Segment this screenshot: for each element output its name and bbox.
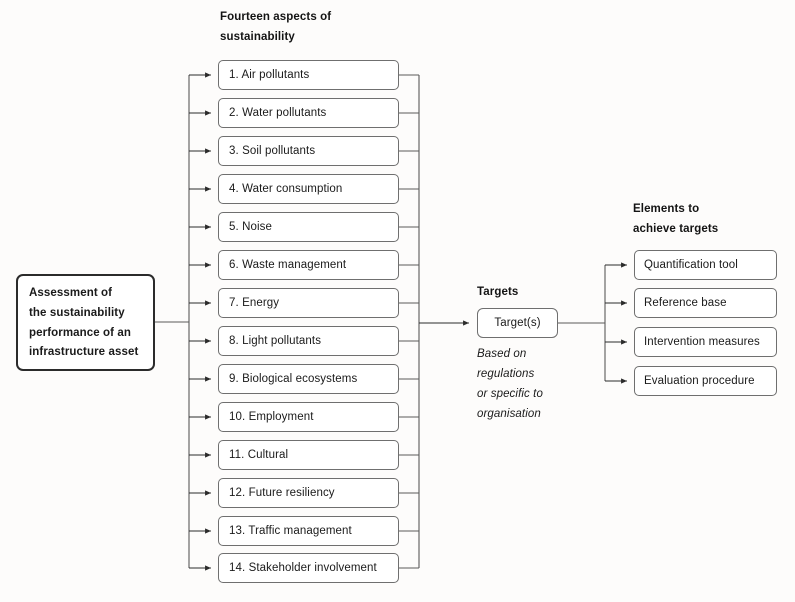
aspect-label: 10. Employment — [229, 410, 314, 423]
aspect-label: 13. Traffic management — [229, 524, 352, 537]
aspect-box-4[interactable]: 4. Water consumption — [218, 174, 399, 204]
aspect-box-2[interactable]: 2. Water pollutants — [218, 98, 399, 128]
assessment-line-2: the sustainability — [29, 306, 125, 319]
element-label: Reference base — [644, 296, 727, 309]
edge-source-to-aspects — [155, 75, 190, 568]
targets-note-line-3: or specific to — [477, 387, 543, 400]
aspect-label: 7. Energy — [229, 296, 280, 309]
aspect-box-11[interactable]: 11. Cultural — [218, 440, 399, 470]
elements-heading-line-1: Elements to — [633, 203, 700, 215]
target-label: Target(s) — [494, 316, 541, 329]
assessment-line-1: Assessment of — [29, 287, 113, 299]
assessment-line-3: performance of an — [29, 326, 132, 339]
assessment-line-4: infrastructure asset — [29, 346, 139, 359]
aspect-label: 1. Air pollutants — [229, 68, 310, 81]
aspect-label: 5. Noise — [229, 220, 272, 233]
target-box[interactable]: Target(s) — [477, 308, 558, 338]
targets-note-line-4: organisation — [477, 407, 541, 420]
aspects-heading: Fourteen aspects of sustainability — [220, 8, 400, 48]
aspect-label: 2. Water pollutants — [229, 106, 327, 119]
aspect-box-3[interactable]: 3. Soil pollutants — [218, 136, 399, 166]
aspect-label: 3. Soil pollutants — [229, 144, 316, 157]
element-box-4[interactable]: Evaluation procedure — [634, 366, 777, 396]
aspect-box-14[interactable]: 14. Stakeholder involvement — [218, 553, 399, 583]
targets-heading: Targets — [477, 286, 519, 298]
targets-note: Based on regulations or specific to orga… — [477, 345, 587, 425]
aspects-heading-line-1: Fourteen aspects of — [220, 11, 332, 23]
aspect-label: 6. Waste management — [229, 258, 347, 271]
aspect-box-9[interactable]: 9. Biological ecosystems — [218, 364, 399, 394]
aspect-box-1[interactable]: 1. Air pollutants — [218, 60, 399, 90]
assessment-source-box[interactable]: Assessment of the sustainability perform… — [16, 274, 155, 371]
aspect-label: 14. Stakeholder involvement — [229, 561, 377, 574]
aspect-label: 11. Cultural — [229, 448, 289, 461]
elements-heading: Elements to achieve targets — [633, 200, 795, 240]
aspects-heading-line-2: sustainability — [220, 30, 295, 43]
targets-note-line-1: Based on — [477, 348, 527, 360]
aspect-box-12[interactable]: 12. Future resiliency — [218, 478, 399, 508]
elements-heading-line-2: achieve targets — [633, 222, 719, 235]
element-box-2[interactable]: Reference base — [634, 288, 777, 318]
element-label: Evaluation procedure — [644, 374, 755, 387]
targets-note-line-2: regulations — [477, 367, 535, 380]
aspect-box-8[interactable]: 8. Light pollutants — [218, 326, 399, 356]
element-label: Intervention measures — [644, 335, 760, 348]
element-box-1[interactable]: Quantification tool — [634, 250, 777, 280]
edges-aspects-out — [399, 74, 420, 569]
aspect-label: 9. Biological ecosystems — [229, 372, 358, 385]
aspect-box-6[interactable]: 6. Waste management — [218, 250, 399, 280]
aspect-box-13[interactable]: 13. Traffic management — [218, 516, 399, 546]
element-label: Quantification tool — [644, 258, 738, 271]
aspect-box-10[interactable]: 10. Employment — [218, 402, 399, 432]
aspect-box-7[interactable]: 7. Energy — [218, 288, 399, 318]
edges-aspects-in — [189, 72, 211, 571]
element-box-3[interactable]: Intervention measures — [634, 327, 777, 357]
aspect-label: 8. Light pollutants — [229, 334, 322, 347]
aspect-label: 4. Water consumption — [229, 182, 343, 195]
aspect-label: 12. Future resiliency — [229, 486, 335, 499]
aspect-box-5[interactable]: 5. Noise — [218, 212, 399, 242]
